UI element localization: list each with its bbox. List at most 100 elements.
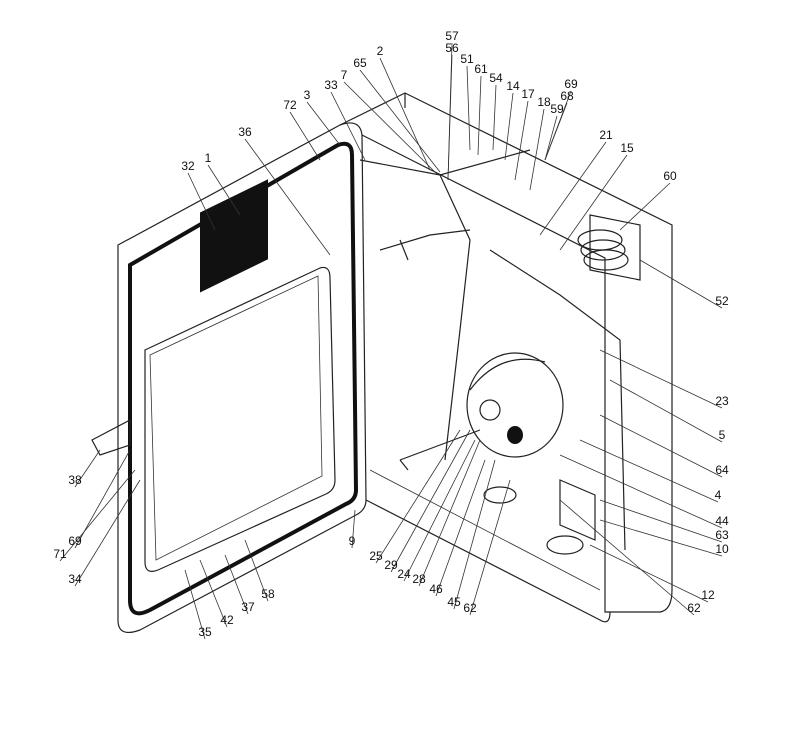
leader-line (244, 138, 331, 256)
leader-line (207, 164, 241, 216)
callout-label-46: 46 (429, 582, 443, 596)
callout-label-56: 56 (445, 41, 459, 55)
leader-line (351, 509, 356, 549)
callout-label-34: 34 (68, 572, 82, 586)
callout-label-18: 18 (537, 95, 551, 109)
callout-label-54: 54 (489, 71, 503, 85)
leader-line (359, 69, 441, 173)
leader-line (619, 182, 671, 231)
door-handle (91, 419, 131, 456)
leader-lines (59, 42, 723, 640)
leader-line (477, 75, 482, 156)
leader-line (466, 65, 471, 151)
callout-label-36: 36 (238, 125, 252, 139)
callout-label-38: 38 (68, 473, 82, 487)
motor (466, 352, 564, 458)
leader-line (492, 84, 497, 151)
leader-line (559, 454, 723, 529)
leader-line (59, 469, 136, 562)
door (91, 122, 367, 633)
callout-label-68: 68 (560, 89, 574, 103)
leader-line (74, 479, 141, 587)
callout-label-24: 24 (397, 567, 411, 581)
leader-line (544, 102, 568, 161)
callout-label-7: 7 (341, 68, 348, 82)
nameplate (200, 179, 268, 293)
leader-line (375, 429, 461, 564)
leader-line (306, 101, 341, 146)
leader-line (589, 544, 709, 603)
leader-line (559, 154, 628, 251)
callout-label-5: 5 (719, 428, 726, 442)
leader-line (599, 414, 723, 478)
callout-label-10: 10 (715, 542, 729, 556)
callout-label-59: 59 (550, 102, 564, 116)
leader-line (435, 459, 486, 597)
leader-line (74, 449, 101, 488)
callout-label-58: 58 (261, 587, 275, 601)
callout-label-21: 21 (599, 128, 613, 142)
callout-label-3: 3 (304, 88, 311, 102)
leader-line (187, 172, 216, 231)
callout-label-63: 63 (715, 528, 729, 542)
leader-line (599, 499, 723, 543)
callout-label-25: 25 (369, 549, 383, 563)
callout-label-44: 44 (715, 514, 729, 528)
leader-line (244, 539, 269, 602)
callout-label-64: 64 (715, 463, 729, 477)
leader-line (469, 479, 511, 616)
callout-label-14: 14 (506, 79, 520, 93)
callout-label-37: 37 (241, 600, 255, 614)
callout-label-62: 62 (687, 601, 701, 615)
callout-label-72: 72 (283, 98, 297, 112)
leader-line (514, 100, 529, 181)
leader-line (504, 92, 514, 161)
leader-line (418, 439, 481, 587)
callout-label-69: 69 (68, 534, 82, 548)
callout-label-51: 51 (460, 52, 474, 66)
leader-line (599, 349, 723, 409)
leader-line (609, 379, 723, 443)
callout-label-32: 32 (181, 159, 195, 173)
callout-label-12: 12 (701, 588, 715, 602)
callout-label-35: 35 (198, 625, 212, 639)
callout-label-69: 69 (564, 77, 578, 91)
leader-line (447, 54, 453, 181)
callout-label-23: 23 (715, 394, 729, 408)
callout-label-2: 2 (377, 44, 384, 58)
leader-line (403, 439, 476, 582)
callout-label-62: 62 (463, 601, 477, 615)
leader-line (544, 115, 558, 161)
leader-line (379, 57, 431, 171)
leader-line (289, 111, 321, 161)
leader-line (184, 569, 206, 640)
leader-line (224, 554, 249, 615)
callout-labels: 5756516154141718696859265733372361322115… (53, 29, 729, 639)
callout-label-1: 1 (205, 151, 212, 165)
cabinet (339, 92, 673, 623)
leader-line (330, 91, 366, 161)
leader-line (579, 439, 719, 503)
leader-line (539, 141, 607, 236)
leader-line (599, 519, 723, 557)
callout-label-45: 45 (447, 595, 461, 609)
callout-label-28: 28 (412, 572, 426, 586)
callout-label-71: 71 (53, 547, 67, 561)
callout-label-4: 4 (715, 488, 722, 502)
callout-label-42: 42 (220, 613, 234, 627)
callout-label-57: 57 (445, 29, 459, 43)
leader-line (639, 259, 723, 309)
callout-label-60: 60 (663, 169, 677, 183)
leader-line (559, 499, 695, 616)
leader-line (390, 429, 471, 573)
callout-label-15: 15 (620, 141, 634, 155)
callout-label-52: 52 (715, 294, 729, 308)
callout-label-33: 33 (324, 78, 338, 92)
leader-line (199, 559, 228, 628)
leader-line (343, 81, 439, 176)
callout-label-61: 61 (474, 62, 488, 76)
callout-label-17: 17 (521, 87, 535, 101)
callout-label-65: 65 (353, 56, 367, 70)
